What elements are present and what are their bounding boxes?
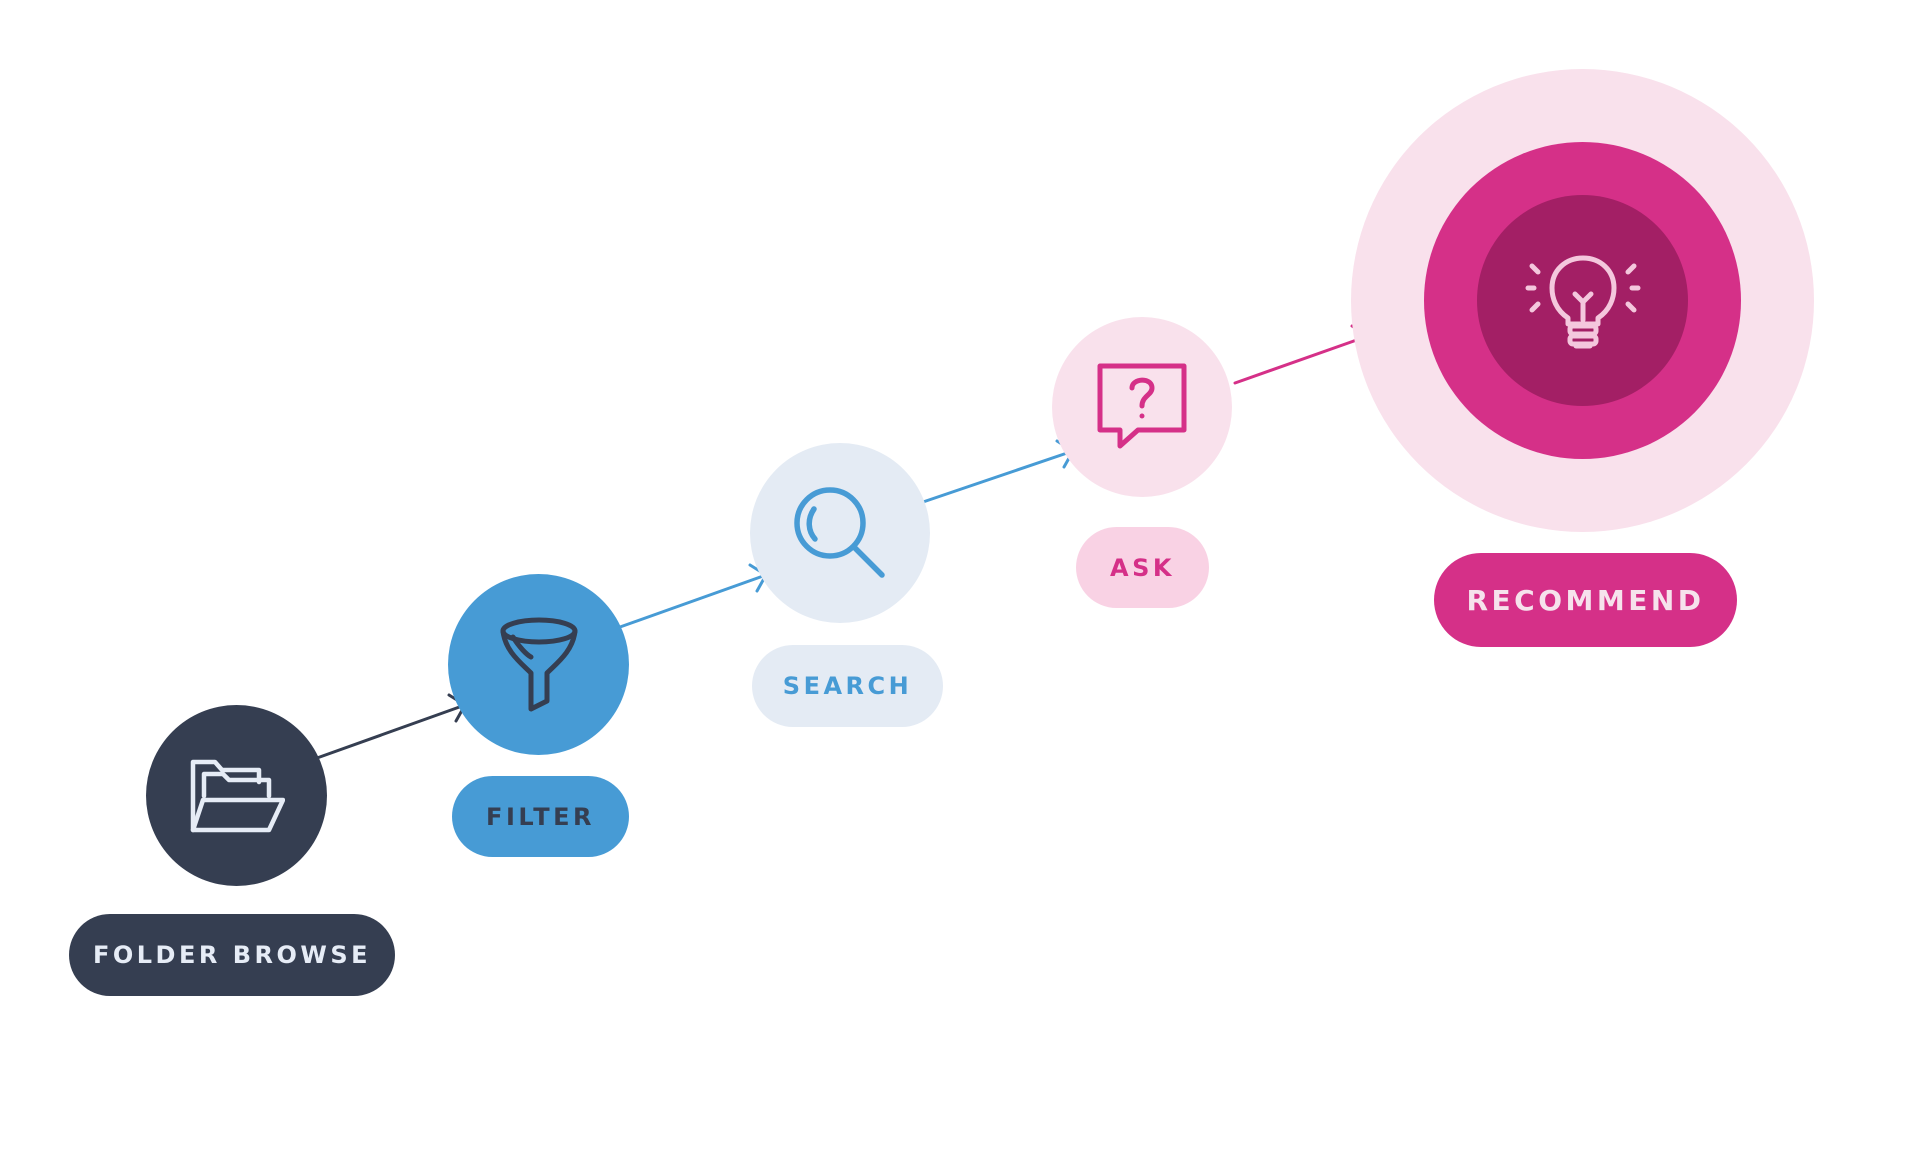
- folder-open-icon: [189, 756, 285, 836]
- lightbulb-icon: [1520, 246, 1646, 356]
- funnel-icon: [499, 617, 579, 713]
- step-ask-circle: [1052, 317, 1232, 497]
- step-recommend-circle: [1477, 195, 1688, 406]
- step-ask-label: Ask: [1076, 527, 1209, 608]
- step-folder-browse-label: Folder Browse: [69, 914, 395, 996]
- step-filter-circle: [448, 574, 629, 755]
- arrow-search-to-ask: [921, 439, 1075, 504]
- step-search-label: Search: [752, 645, 943, 727]
- magnifying-glass-icon: [790, 483, 890, 583]
- arrow-filter-to-search: [618, 563, 768, 629]
- step-filter-label: Filter: [452, 776, 629, 857]
- arrow-ask-to-recommend: [1233, 324, 1370, 385]
- step-folder-browse-circle: [146, 705, 327, 886]
- arrow-folder-to-filter: [315, 693, 467, 760]
- step-recommend-label: Recommend: [1434, 553, 1737, 647]
- question-speech-bubble-icon: [1096, 362, 1188, 452]
- step-search-circle: [750, 443, 930, 623]
